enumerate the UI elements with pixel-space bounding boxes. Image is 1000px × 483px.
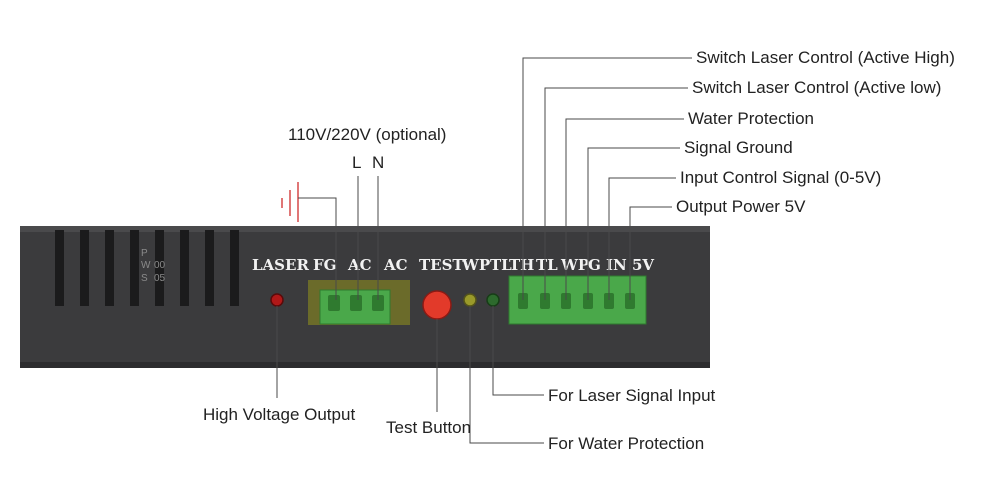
leader-output-power bbox=[629, 206, 672, 300]
screw-terminal[interactable] bbox=[561, 293, 571, 309]
vent-slot bbox=[205, 230, 214, 306]
callout-signal-ground: Signal Ground bbox=[684, 138, 793, 157]
vent-text: 05 bbox=[154, 273, 166, 284]
leader-switch-low bbox=[544, 87, 688, 300]
label-th: TH bbox=[509, 256, 534, 274]
callout-high-voltage-output: High Voltage Output bbox=[203, 405, 355, 424]
callout-output-power: Output Power 5V bbox=[676, 197, 806, 216]
panel-top-edge bbox=[20, 226, 710, 232]
label-tl: TL bbox=[490, 256, 512, 274]
callout-input-control: Input Control Signal (0-5V) bbox=[680, 168, 881, 187]
leader-water-protection bbox=[565, 118, 684, 300]
tl-led bbox=[486, 293, 500, 307]
leader-signal-ground bbox=[587, 147, 680, 300]
callout-switch-high: Switch Laser Control (Active High) bbox=[696, 48, 955, 67]
screw-terminal[interactable] bbox=[604, 293, 614, 309]
ground-icon bbox=[281, 182, 299, 222]
leader-laser-signal bbox=[492, 306, 544, 396]
label-ac-l: AC bbox=[347, 256, 372, 274]
callout-laser-signal-input: For Laser Signal Input bbox=[548, 386, 716, 405]
label-5v: 5V bbox=[632, 256, 654, 274]
screw-terminal[interactable] bbox=[350, 295, 362, 311]
leader-switch-high bbox=[522, 57, 692, 300]
laser-led bbox=[270, 293, 284, 307]
label-ac-n: AC bbox=[383, 256, 408, 274]
label-wp-2: WP bbox=[560, 256, 589, 274]
vent-text: P bbox=[141, 248, 148, 259]
wp-led bbox=[463, 293, 477, 307]
vent-slot bbox=[130, 230, 139, 306]
panel-bottom-edge bbox=[20, 362, 710, 368]
test-button[interactable] bbox=[422, 290, 452, 320]
screw-terminal[interactable] bbox=[518, 293, 528, 309]
screw-terminal[interactable] bbox=[540, 293, 550, 309]
label-wp: WP bbox=[461, 256, 490, 274]
voltage-label: 110V/220V (optional) bbox=[288, 125, 446, 144]
callout-water-protection-led: For Water Protection bbox=[548, 434, 704, 453]
label-laser: LASER bbox=[252, 256, 309, 274]
vent-text: W bbox=[141, 260, 151, 271]
screw-terminal[interactable] bbox=[583, 293, 593, 309]
vent-slot bbox=[180, 230, 189, 306]
vent-slot bbox=[155, 230, 164, 306]
vent-slot bbox=[230, 230, 239, 306]
vent-slot bbox=[55, 230, 64, 306]
vent-text: 00 bbox=[154, 260, 166, 271]
leader-input-control bbox=[608, 177, 676, 300]
label-g: G bbox=[588, 256, 601, 274]
leader-wp-led bbox=[469, 306, 544, 444]
vent-text: S bbox=[141, 273, 148, 284]
callout-test-button: Test Button bbox=[386, 418, 471, 437]
callout-water-protection: Water Protection bbox=[688, 109, 814, 128]
label-test: TEST bbox=[419, 256, 464, 274]
neutral-label: N bbox=[372, 153, 384, 172]
leader-fg bbox=[298, 197, 337, 300]
screw-terminal[interactable] bbox=[372, 295, 384, 311]
callout-switch-low: Switch Laser Control (Active low) bbox=[692, 78, 941, 97]
label-in: IN bbox=[606, 256, 627, 274]
ac-terminal-block bbox=[308, 280, 410, 325]
device-panel: P W S 00 05 LASER FG AC AC TEST WP TL TH… bbox=[20, 226, 710, 368]
label-fg: FG bbox=[313, 256, 336, 274]
vent-slots: P W S 00 05 bbox=[55, 230, 239, 306]
signal-terminal-block bbox=[508, 275, 647, 325]
terminal-block[interactable] bbox=[508, 275, 647, 325]
vent-slot bbox=[80, 230, 89, 306]
label-tl-2: TL bbox=[536, 256, 558, 274]
line-label: L bbox=[352, 153, 361, 172]
screw-terminal[interactable] bbox=[328, 295, 340, 311]
vent-slot bbox=[105, 230, 114, 306]
screw-terminal[interactable] bbox=[625, 293, 635, 309]
